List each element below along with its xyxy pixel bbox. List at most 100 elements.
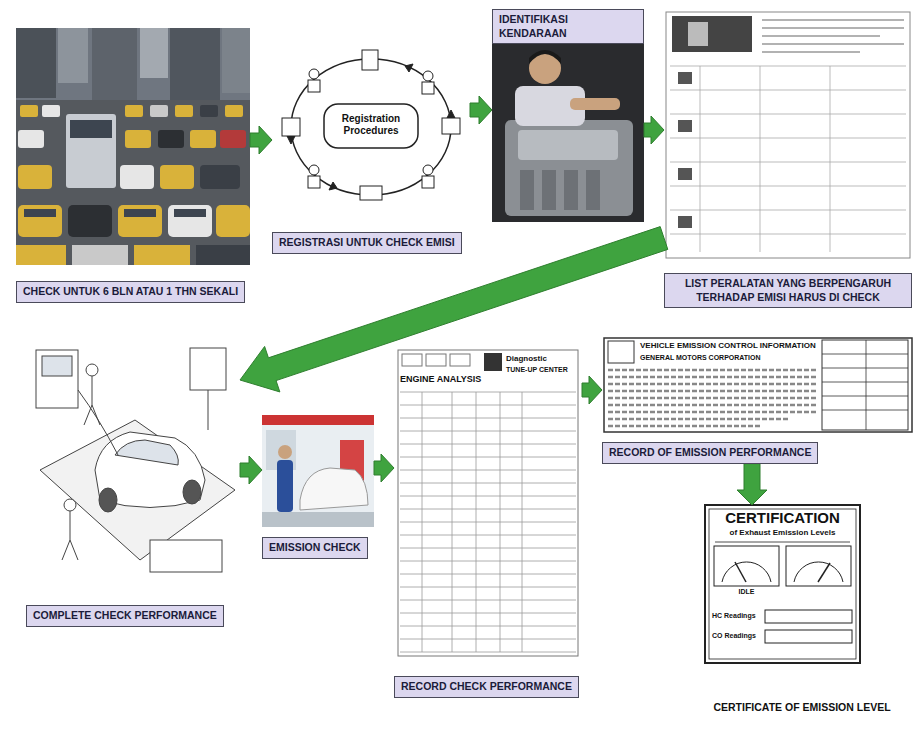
registration-drawing-part — [329, 182, 337, 190]
illustration-part-part — [762, 51, 860, 53]
illustration-part-part — [400, 431, 576, 432]
traffic-photo-part — [216, 205, 250, 237]
check-bay-drawing-part — [150, 540, 222, 572]
traffic-photo-part — [92, 28, 137, 108]
photo-area — [492, 52, 644, 236]
checklist-document-part — [672, 16, 752, 52]
traffic-photo-part — [168, 205, 212, 237]
engine-photo-part — [529, 50, 561, 64]
checklist-document-part — [666, 12, 910, 258]
step-box: EMISSION CHECK — [262, 415, 374, 559]
flow-arrow — [737, 464, 767, 505]
illustration-part — [400, 392, 576, 652]
photo-area — [602, 336, 914, 434]
check-bay-drawing-part — [86, 364, 98, 376]
illustration-part-part — [400, 444, 576, 445]
illustration-part-part — [608, 418, 790, 421]
engine-analysis-form-part — [398, 350, 578, 656]
illustration-part-part — [522, 392, 523, 652]
illustration-part-part — [400, 522, 576, 523]
traffic-photo-part — [66, 114, 116, 188]
step-caption: COMPLETE CHECK PERFORMANCE — [26, 605, 224, 627]
registration-drawing-part — [405, 64, 413, 72]
check-bay-drawing-part — [92, 376, 93, 405]
traffic-photo-part — [225, 105, 243, 117]
traffic-photo-part — [220, 130, 246, 148]
certificate-card-part — [714, 546, 779, 586]
emission-info-label-part — [604, 338, 912, 432]
checklist-document-part — [678, 72, 692, 84]
illustration-part — [822, 340, 908, 430]
certificate-card-part — [735, 562, 746, 582]
check-bay-drawing-part — [78, 390, 118, 455]
check-bay-drawing-part — [84, 405, 92, 425]
illustration-part-part — [762, 19, 904, 21]
traffic-photo-part — [16, 28, 250, 265]
registration-drawing-part — [287, 136, 295, 144]
illustration-part — [608, 370, 816, 426]
certificate-card — [705, 505, 860, 663]
registration-drawing-part — [360, 186, 382, 200]
step-box: REGISTRASI UNTUK CHECK EMISI — [272, 42, 470, 254]
certificate-card-part — [765, 630, 852, 643]
engine-photo-part — [520, 170, 534, 210]
check-bay-drawing-part — [208, 390, 209, 430]
illustration-part-part — [866, 340, 867, 430]
photo-area — [394, 350, 582, 658]
illustration-part-part — [400, 626, 576, 627]
engine-photo-part — [505, 120, 633, 216]
illustration-part-part — [608, 383, 816, 386]
illustration-part-part — [670, 138, 906, 139]
illustration-part-part — [670, 66, 906, 67]
engine-photo-part — [518, 130, 618, 160]
illustration-part-part — [822, 382, 908, 383]
illustration-part-part — [400, 483, 576, 484]
checklist-document-part — [678, 168, 692, 180]
illustration-label: VEHICLE EMISSION CONTROL INFORMATION — [640, 341, 816, 351]
illustration-part-part — [400, 496, 576, 497]
traffic-photo-part — [120, 165, 154, 189]
illustration-label: CO Readings — [712, 632, 756, 640]
illustration-part-part — [762, 27, 904, 29]
step-caption: CHECK UNTUK 6 BLN ATAU 1 THN SEKALI — [16, 281, 245, 303]
illustration-label: Diagnostic — [506, 354, 547, 364]
step-caption: RECORD CHECK PERFORMANCE — [394, 676, 579, 698]
traffic-photo-part — [190, 130, 216, 148]
registration-drawing-part — [442, 118, 460, 134]
traffic-photo-part — [196, 245, 250, 265]
illustration-label: IDLE — [714, 588, 779, 596]
check-bay-drawing-part — [115, 440, 178, 465]
illustration-part-part — [670, 234, 906, 235]
registration-drawing-part — [291, 59, 451, 195]
traffic-photo — [16, 28, 250, 265]
step-caption: CERTIFICATE OF EMISSION LEVEL — [713, 701, 890, 715]
emission-info-label — [604, 338, 912, 432]
registration-drawing-part — [423, 71, 433, 81]
registration-drawing-part — [308, 80, 320, 92]
check-bay-drawing-part — [70, 511, 71, 540]
certificate-card-part — [715, 542, 850, 543]
traffic-photo-part — [140, 28, 168, 78]
photo-area — [664, 12, 912, 258]
illustration-label: CERTIFICATION — [705, 509, 860, 527]
engine-analysis-form-part — [484, 353, 502, 371]
check-bay-drawing-part — [42, 356, 72, 376]
traffic-photo-part — [20, 105, 38, 117]
traffic-photo-part — [42, 105, 60, 117]
engine-analysis-form-part — [450, 354, 470, 366]
flow-arrow — [470, 96, 492, 124]
certificate-card-part — [722, 562, 771, 582]
illustration-part-part — [400, 587, 576, 588]
illustration-part-part — [670, 210, 906, 211]
illustration-part-part — [400, 457, 576, 458]
traffic-photo-part — [18, 165, 52, 189]
traffic-photo-part — [158, 130, 184, 148]
illustration-part-part — [400, 613, 576, 614]
registration-drawing-part — [423, 165, 433, 175]
illustration-part-part — [608, 404, 816, 407]
registration-drawing-part — [422, 176, 434, 188]
illustration-part-part — [400, 548, 576, 549]
photo-area — [262, 415, 374, 527]
flow-arrow — [240, 456, 262, 484]
